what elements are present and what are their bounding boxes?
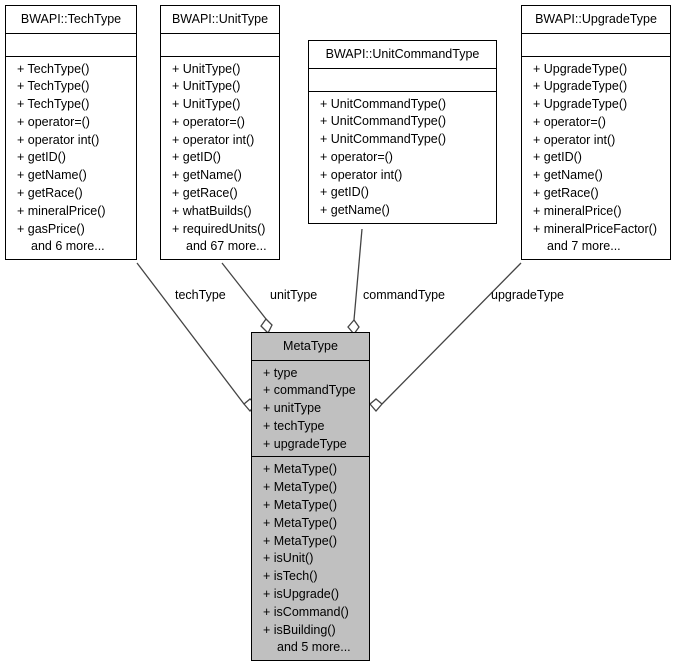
association-label-commandType: commandType (363, 288, 445, 302)
class-member: + MetaType() (263, 462, 337, 477)
class-methods-techtype: + TechType() + TechType() + TechType() +… (6, 57, 136, 260)
class-title-unitcommandtype: BWAPI::UnitCommandType (309, 41, 496, 69)
class-attributes-upgradetype (522, 34, 670, 57)
class-member: + requiredUnits() (172, 221, 266, 236)
class-member: + TechType() (17, 97, 90, 112)
class-member: + isBuilding() (263, 622, 336, 637)
class-member: + operator int() (172, 132, 255, 147)
class-title-upgradetype: BWAPI::UpgradeType (522, 6, 670, 34)
class-attributes-unitcommandtype (309, 69, 496, 92)
class-member: + isTech() (263, 569, 318, 584)
association-label-upgradeType: upgradeType (491, 288, 564, 302)
class-member: + MetaType() (263, 515, 337, 530)
class-methods-unitcommandtype: + UnitCommandType() + UnitCommandType() … (309, 92, 496, 224)
class-member: + TechType() (17, 61, 90, 76)
class-more-members: and 5 more... (277, 640, 351, 655)
class-member: + type (263, 365, 298, 380)
class-member: + getRace() (172, 186, 238, 201)
class-member: + whatBuilds() (172, 203, 252, 218)
class-member: + UpgradeType() (533, 97, 628, 112)
aggregation-diamond-unitType (260, 317, 273, 335)
association-line-unitType (221, 262, 273, 335)
class-member: + MetaType() (263, 533, 337, 548)
class-box-unitcommandtype[interactable]: BWAPI::UnitCommandType + UnitCommandType… (308, 40, 497, 225)
class-member: + MetaType() (263, 498, 337, 513)
class-more-members: and 7 more... (547, 239, 621, 254)
class-member: + getName() (533, 168, 603, 183)
class-member: + getID() (17, 150, 66, 165)
class-member: + techType (263, 418, 325, 433)
class-methods-unittype: + UnitType() + UnitType() + UnitType() +… (161, 57, 279, 260)
class-member: + operator=() (17, 114, 90, 129)
class-title-techtype: BWAPI::TechType (6, 6, 136, 34)
class-member: + mineralPriceFactor() (533, 221, 657, 236)
class-member: + MetaType() (263, 480, 337, 495)
class-member: + upgradeType (263, 436, 347, 451)
association-line-commandType (347, 228, 363, 336)
class-member: + mineralPrice() (17, 203, 106, 218)
association-line-upgradeType (369, 262, 522, 412)
aggregation-diamond-upgradeType (369, 398, 383, 412)
class-member: + UnitCommandType() (320, 114, 447, 129)
class-box-unittype[interactable]: BWAPI::UnitType + UnitType() + UnitType(… (160, 5, 280, 261)
class-member: + UnitType() (172, 79, 241, 94)
class-member: + getRace() (17, 186, 83, 201)
class-member: + operator=() (533, 114, 606, 129)
class-member: + operator int() (320, 167, 403, 182)
class-attributes-techtype (6, 34, 136, 57)
class-member: + TechType() (17, 79, 90, 94)
class-member: + operator=() (172, 114, 245, 129)
association-label-unitType: unitType (270, 288, 318, 302)
class-member: + UnitType() (172, 97, 241, 112)
class-member: + commandType (263, 383, 356, 398)
class-member: + UnitType() (172, 61, 241, 76)
class-attributes-metatype: + type + commandType + unitType + techTy… (252, 361, 369, 458)
class-member: + UnitCommandType() (320, 132, 447, 147)
class-member: + operator int() (17, 132, 100, 147)
class-member: + UpgradeType() (533, 79, 628, 94)
class-member: + mineralPrice() (533, 203, 622, 218)
class-box-metatype[interactable]: MetaType + type + commandType + unitType… (251, 332, 370, 662)
class-member: + getRace() (533, 186, 599, 201)
class-member: + getName() (17, 168, 87, 183)
class-methods-metatype: + MetaType() + MetaType() + MetaType() +… (252, 457, 369, 660)
class-methods-upgradetype: + UpgradeType() + UpgradeType() + Upgrad… (522, 57, 670, 260)
class-member: + getName() (320, 203, 390, 218)
class-title-metatype: MetaType (252, 333, 369, 361)
class-member: + unitType (263, 401, 322, 416)
class-member: + getName() (172, 168, 242, 183)
class-member: + operator=() (320, 149, 393, 164)
class-box-techtype[interactable]: BWAPI::TechType + TechType() + TechType(… (5, 5, 137, 261)
class-member: + isCommand() (263, 604, 349, 619)
class-more-members: and 6 more... (31, 239, 105, 254)
class-box-upgradetype[interactable]: BWAPI::UpgradeType + UpgradeType() + Upg… (521, 5, 671, 261)
class-member: + getID() (533, 150, 582, 165)
class-member: + operator int() (533, 132, 616, 147)
class-member: + getID() (172, 150, 221, 165)
class-member: + isUnit() (263, 551, 314, 566)
class-member: + UnitCommandType() (320, 96, 447, 111)
class-member: + isUpgrade() (263, 587, 340, 602)
class-member: + UpgradeType() (533, 61, 628, 76)
association-line-techType (136, 262, 257, 412)
class-title-unittype: BWAPI::UnitType (161, 6, 279, 34)
class-member: + gasPrice() (17, 221, 85, 236)
class-member: + getID() (320, 185, 369, 200)
association-label-techType: techType (175, 288, 226, 302)
class-more-members: and 67 more... (186, 239, 267, 254)
class-attributes-unittype (161, 34, 279, 57)
